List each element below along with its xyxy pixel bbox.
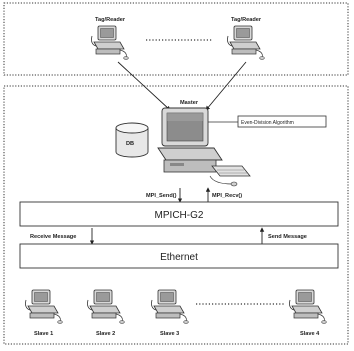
reader-2-arrow bbox=[205, 61, 247, 111]
mpi-recv-label: MPI_Recv() bbox=[212, 193, 242, 199]
master-label: Master bbox=[180, 100, 199, 106]
database-icon bbox=[115, 122, 149, 158]
mpi-send-label: MPI_Send() bbox=[146, 193, 177, 199]
slave-3-icon bbox=[151, 289, 189, 324]
slave-1-icon bbox=[25, 289, 63, 324]
ethernet-label: Ethernet bbox=[160, 252, 198, 263]
slave-3-label: Slave 3 bbox=[160, 331, 179, 337]
send-message-label: Send Message bbox=[268, 234, 307, 240]
slave-4-label: Slave 4 bbox=[300, 331, 320, 337]
reader-2-icon bbox=[227, 25, 265, 60]
mpich-label: MPICH-G2 bbox=[155, 210, 204, 221]
slave-2-label: Slave 2 bbox=[96, 331, 115, 337]
algorithm-box bbox=[237, 115, 327, 128]
ethernet-bar bbox=[19, 243, 339, 269]
slave-2-icon bbox=[87, 289, 125, 324]
algorithm-label: Even-Division Algorithm bbox=[241, 120, 294, 126]
slave-1-label: Slave 1 bbox=[34, 331, 53, 337]
master-computer-icon bbox=[157, 107, 251, 187]
reader-1-icon bbox=[91, 25, 129, 60]
database-label: DB bbox=[126, 141, 134, 147]
mpich-bar bbox=[19, 201, 339, 227]
reader-1-arrow bbox=[117, 61, 171, 111]
reader-1-label: Tag/Reader bbox=[95, 17, 126, 23]
reader-2-label: Tag/Reader bbox=[231, 17, 262, 23]
receive-message-label: Receive Message bbox=[30, 234, 76, 240]
cluster-frame bbox=[3, 85, 349, 345]
reader-group-frame bbox=[3, 2, 349, 76]
slave-4-icon bbox=[289, 289, 327, 324]
